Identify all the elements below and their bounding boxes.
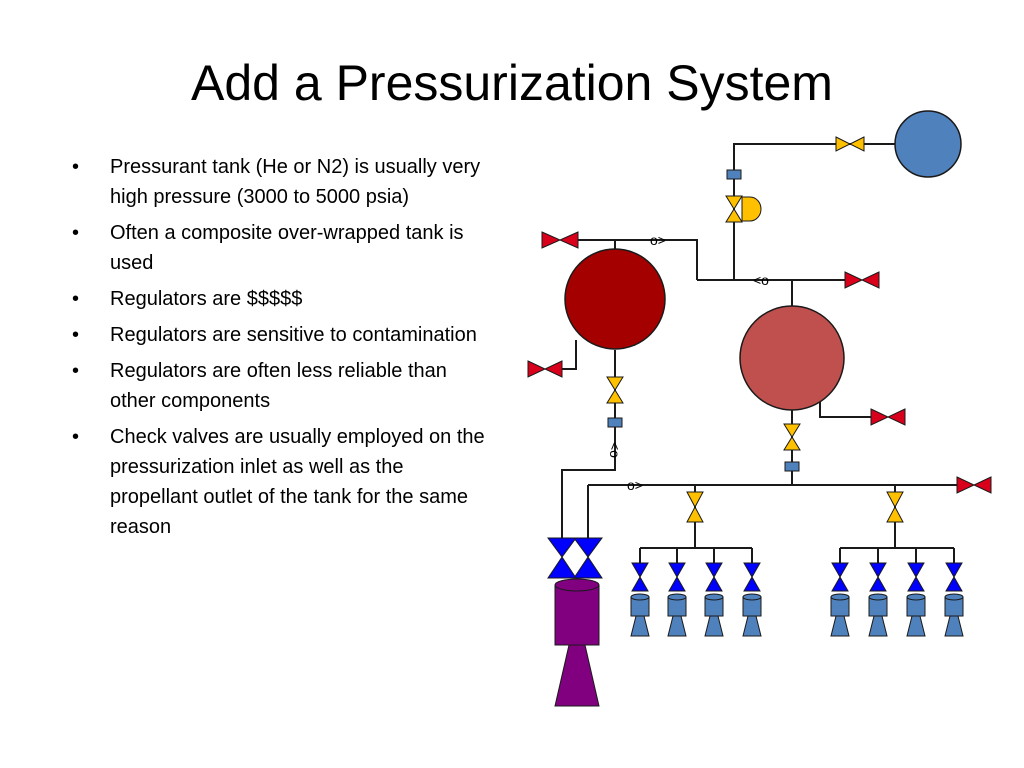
bullet-list: Pressurant tank (He or N2) is usually ve… — [70, 152, 490, 548]
bullet-item: Regulators are sensitive to contaminatio… — [70, 320, 490, 350]
oxidizer-line-vent-valve — [956, 476, 992, 494]
thruster — [704, 562, 724, 637]
thruster-valve — [631, 575, 649, 592]
thruster-valve — [907, 562, 925, 579]
thruster-valve — [831, 575, 849, 592]
thruster-valve — [668, 562, 686, 579]
thruster-valve — [869, 575, 887, 592]
thruster-body — [630, 593, 650, 601]
pressurant-tank — [894, 110, 962, 178]
thruster-nozzle — [630, 615, 650, 637]
oxidizer-drain-valve — [870, 408, 906, 426]
pressure-regulator — [725, 195, 762, 223]
oxidizer-filter — [784, 461, 800, 472]
fuel-drain-valve — [527, 360, 563, 378]
thruster-body — [667, 593, 687, 601]
main-engine-fuel-valve — [547, 537, 577, 579]
thruster-body — [868, 593, 888, 601]
thruster — [742, 562, 762, 637]
check-valve-label: o> — [627, 477, 643, 493]
pressurant-filter — [726, 169, 742, 180]
thruster-nozzle — [742, 615, 762, 637]
main-engine-oxidizer-valve — [573, 537, 603, 579]
thruster — [667, 562, 687, 637]
main-engine — [554, 578, 600, 707]
thruster-valve — [668, 575, 686, 592]
fuel-isolation-valve — [606, 376, 624, 404]
thruster-bank-left-valve — [686, 491, 704, 523]
fuel-filter — [607, 417, 623, 428]
thruster-nozzle — [944, 615, 964, 637]
fuel-tank-vent-valve — [541, 231, 579, 249]
thruster-nozzle — [868, 615, 888, 637]
fuel-tank — [564, 248, 666, 350]
thruster-body — [830, 593, 850, 601]
thruster-valve — [631, 562, 649, 579]
thruster — [944, 562, 964, 637]
thruster-body — [742, 593, 762, 601]
thruster-nozzle — [906, 615, 926, 637]
thruster — [630, 562, 650, 637]
thruster — [868, 562, 888, 637]
thruster — [830, 562, 850, 637]
thruster-nozzle — [830, 615, 850, 637]
thruster-array — [630, 562, 964, 637]
bullet-item: Pressurant tank (He or N2) is usually ve… — [70, 152, 490, 212]
thruster-valve — [945, 562, 963, 579]
thruster-nozzle — [667, 615, 687, 637]
thruster-valve — [743, 575, 761, 592]
thruster-body — [944, 593, 964, 601]
thruster-valve — [945, 575, 963, 592]
thruster-body — [906, 593, 926, 601]
thruster-valve — [907, 575, 925, 592]
bullet-item: Check valves are usually employed on the… — [70, 422, 490, 542]
check-valve-label: o> — [650, 232, 666, 248]
check-valve-label: <o — [607, 442, 623, 458]
thruster-valve — [869, 562, 887, 579]
bullet-item: Often a composite over-wrapped tank is u… — [70, 218, 490, 278]
thruster-valve — [705, 575, 723, 592]
check-valve-label: <o — [753, 272, 769, 288]
slide-title: Add a Pressurization System — [191, 55, 833, 111]
oxidizer-tank — [739, 305, 845, 411]
thruster — [906, 562, 926, 637]
thruster-valve — [831, 562, 849, 579]
thruster-nozzle — [704, 615, 724, 637]
bullet-item: Regulators are often less reliable than … — [70, 356, 490, 416]
thruster-bank-right-valve — [886, 491, 904, 523]
oxidizer-isolation-valve — [783, 423, 801, 451]
bullet-item: Regulators are $$$$$ — [70, 284, 490, 314]
oxidizer-pressurant-vent-valve — [844, 271, 880, 289]
thruster-valve — [705, 562, 723, 579]
thruster-valve — [743, 562, 761, 579]
pressurant-isolation-valve — [835, 136, 865, 152]
thruster-body — [704, 593, 724, 601]
